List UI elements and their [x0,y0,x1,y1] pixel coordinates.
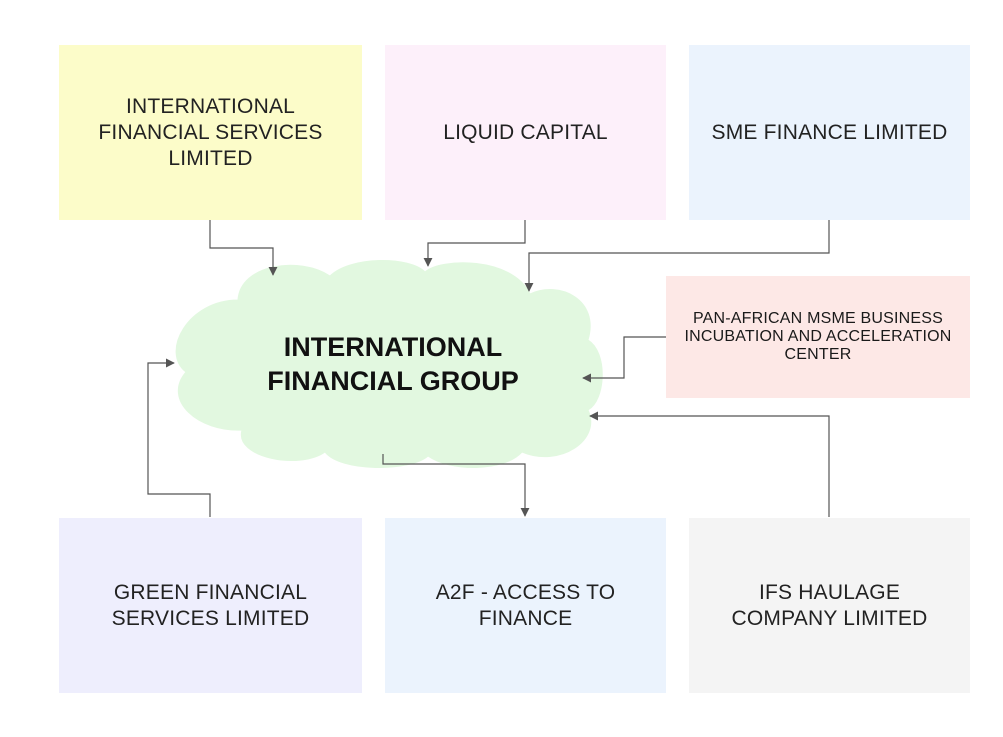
box-a2f-access-to-finance: A2F - ACCESS TO FINANCE [385,518,666,693]
connector-panafrican-to-center [582,336,666,383]
box-label-haulage: IFS HAULAGE COMPANY LIMITED [731,580,928,630]
box-pan-african-msme: PAN-AFRICAN MSME BUSINESS INCUBATION AND… [666,276,970,398]
connector-liquid-to-center [423,220,526,267]
box-liquid-capital: LIQUID CAPITAL [385,45,666,220]
connector-ifs-to-center [209,220,278,276]
center-node-label: INTERNATIONAL FINANCIAL GROUP [240,326,546,402]
connector-center-to-a2f [382,454,530,517]
box-label-a2f: A2F - ACCESS TO FINANCE [435,580,616,630]
connector-sme-to-center [524,220,830,292]
box-sme-finance: SME FINANCE LIMITED [689,45,970,220]
box-green-financial-services: GREEN FINANCIAL SERVICES LIMITED [59,518,362,693]
box-label-panafrican: PAN-AFRICAN MSME BUSINESS INCUBATION AND… [684,310,952,363]
box-label-liquid: LIQUID CAPITAL [443,120,608,144]
box-ifs-haulage: IFS HAULAGE COMPANY LIMITED [689,518,970,693]
cloud-shape [175,259,603,469]
connector-haulage-to-center [589,411,830,517]
connector-green-to-center [147,358,211,517]
center-node-text: INTERNATIONAL FINANCIAL GROUP [267,332,519,396]
box-label-sme: SME FINANCE LIMITED [711,120,948,144]
box-label-ifs: INTERNATIONAL FINANCIAL SERVICES LIMITED [98,94,323,170]
box-label-green: GREEN FINANCIAL SERVICES LIMITED [111,580,310,630]
box-international-financial-services: INTERNATIONAL FINANCIAL SERVICES LIMITED [59,45,362,220]
